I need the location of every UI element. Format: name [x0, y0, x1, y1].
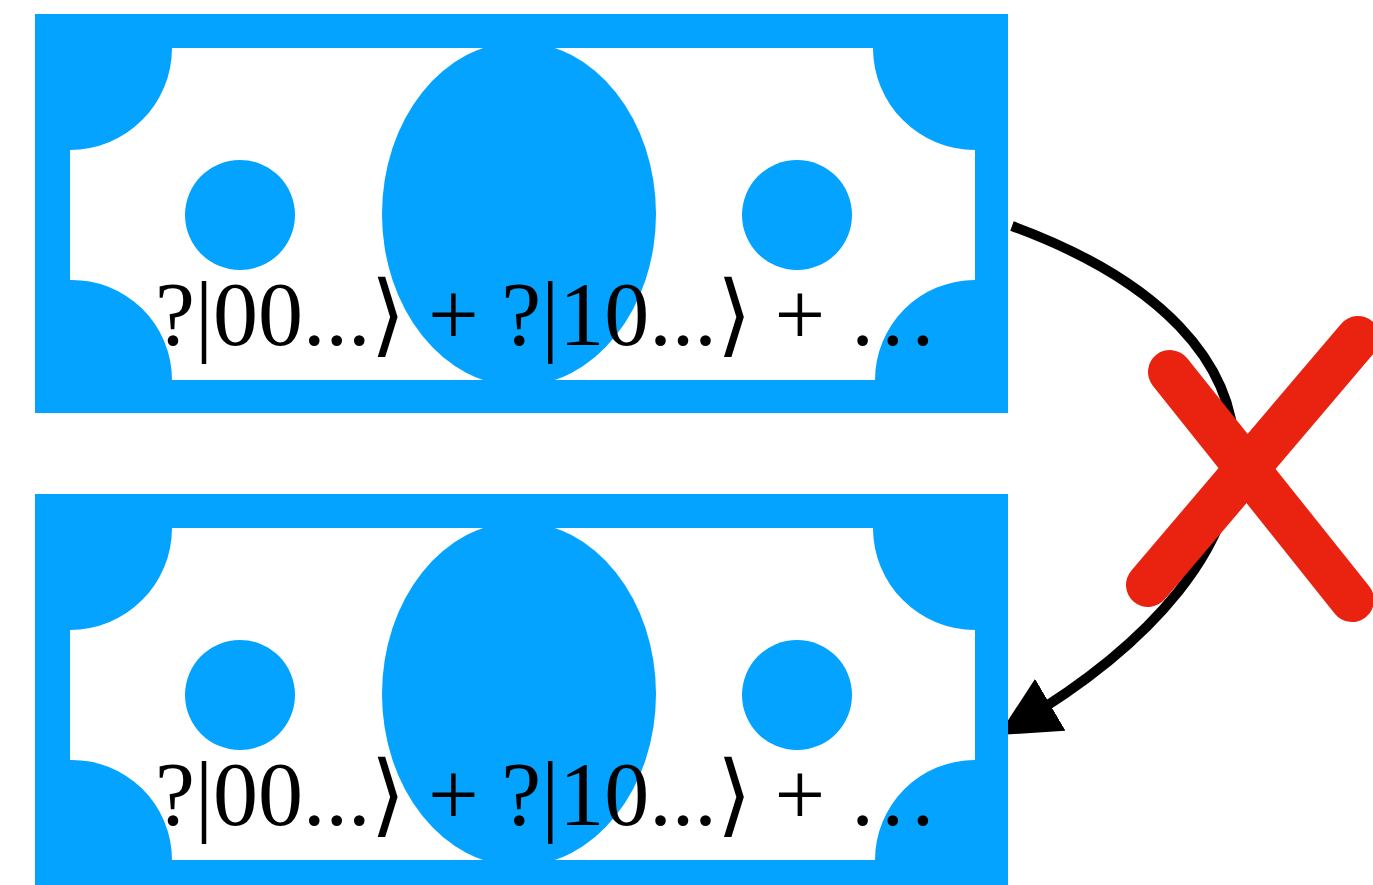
banknote: ?|00...⟩ + ?|10...⟩ + … — [35, 494, 1008, 885]
curved-arrow — [1012, 226, 1234, 726]
cross-stroke — [1148, 338, 1358, 585]
banknote: ?|00...⟩ + ?|10...⟩ + … — [35, 14, 1008, 413]
quantum-state-text: ?|00...⟩ + ?|10...⟩ + … — [155, 270, 938, 360]
quantum-state-text: ?|00...⟩ + ?|10...⟩ + … — [155, 750, 938, 840]
